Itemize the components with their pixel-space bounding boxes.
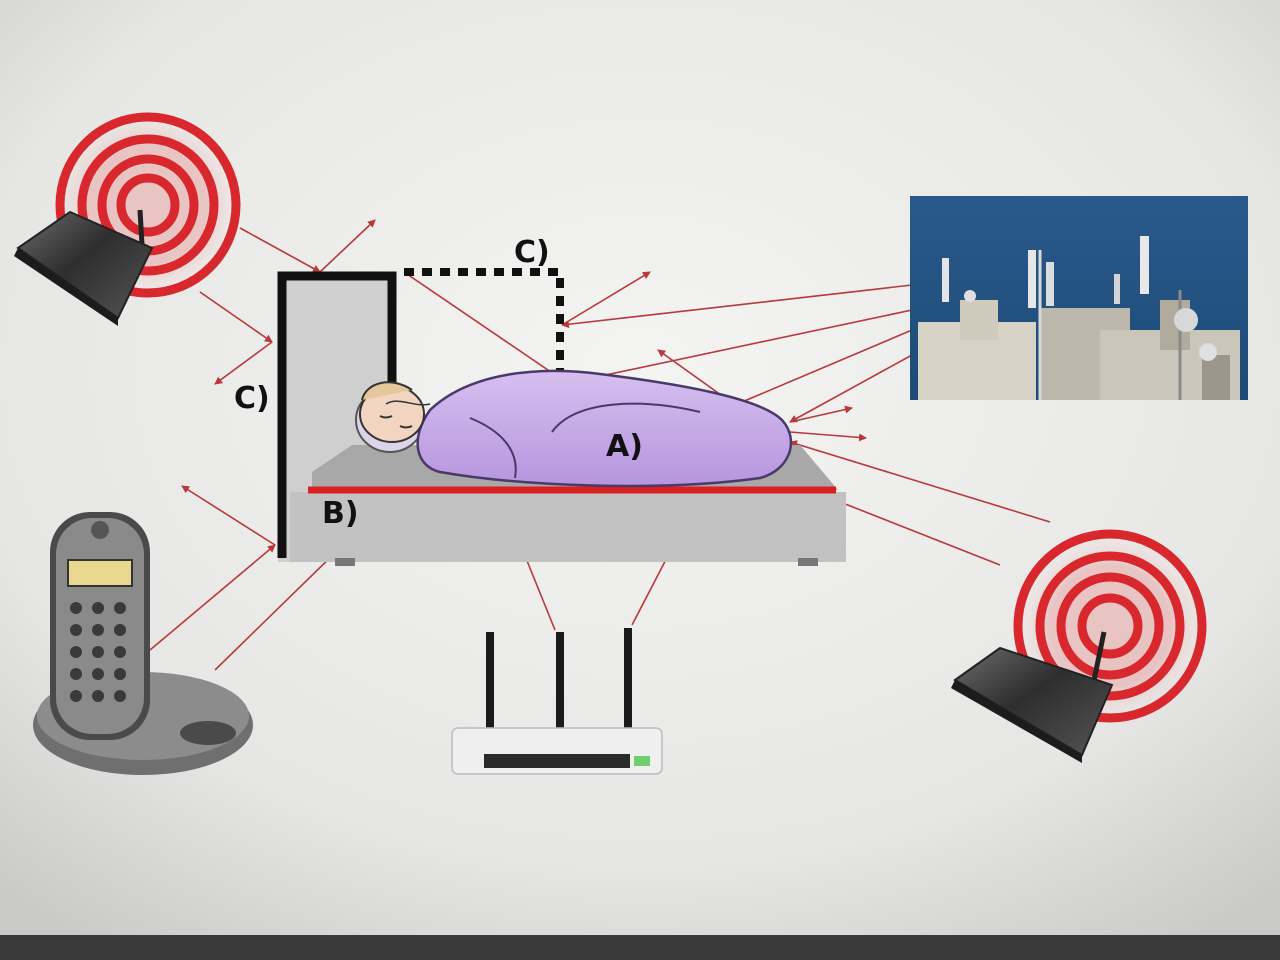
wifi-router-top-left [14, 107, 246, 326]
label-bed-shield: B) [322, 496, 359, 531]
ray-arrow [199, 291, 273, 343]
wifi-router-icon [951, 631, 1114, 763]
ray-arrow [403, 271, 571, 386]
label-wall-shield: C) [234, 381, 270, 416]
ray-arrow [789, 431, 867, 442]
ray-arrow [181, 485, 276, 546]
label-canopy-shield: C) [514, 235, 550, 270]
cordless-phone [33, 512, 253, 775]
wifi-router-icon [14, 209, 154, 326]
cordless-phone-icon [33, 512, 253, 775]
cell-antenna-icon [918, 236, 1240, 400]
ray-arrow [239, 227, 321, 273]
ray-arrow [214, 547, 341, 671]
ray-arrow [789, 354, 913, 423]
ray-arrow [319, 219, 376, 273]
sleeping-bag-icon [416, 369, 793, 488]
ray-arrow [561, 271, 651, 326]
radiation-arrows [149, 219, 1051, 671]
cell-tower-photo [910, 196, 1248, 400]
bed-base [290, 492, 846, 562]
wifi-router-right [951, 526, 1210, 763]
ray-arrow [214, 341, 273, 385]
label-sleeper: A) [606, 429, 643, 464]
radiation-rings-icon [1013, 529, 1207, 723]
ray-arrow [829, 496, 1001, 566]
radiation-rings-icon [55, 112, 241, 298]
ray-arrow [581, 309, 913, 383]
ray-arrow [789, 405, 853, 423]
ray-arrow [789, 440, 1051, 523]
ray-arrow [561, 284, 913, 329]
sleeping-person [355, 369, 793, 488]
wifi-router-under-bed [451, 628, 663, 775]
ray-arrow [734, 329, 913, 406]
triple-antenna-router-icon [451, 628, 663, 775]
wall-shield-line [277, 271, 397, 558]
ray-arrow [149, 544, 276, 651]
